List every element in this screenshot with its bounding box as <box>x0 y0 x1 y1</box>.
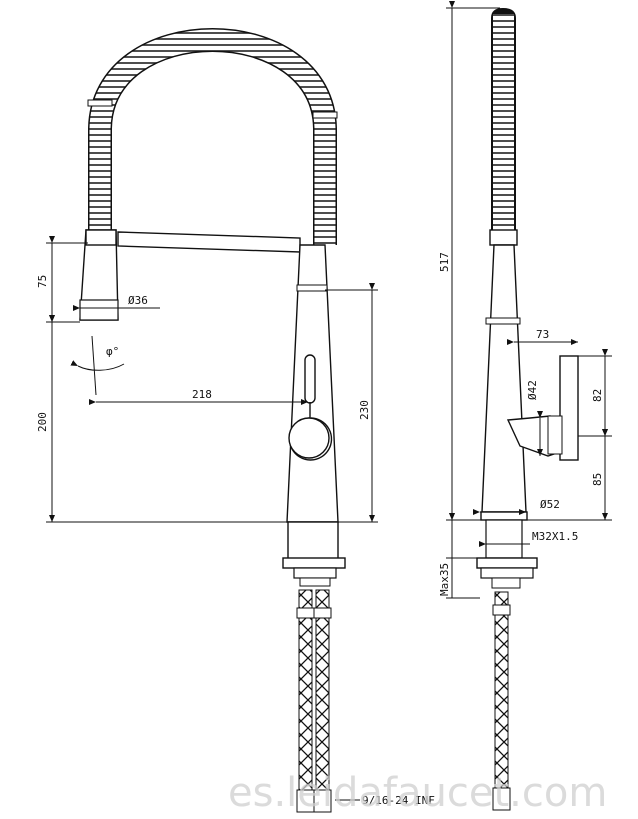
dim-body-height: 230 <box>358 400 371 420</box>
dim-reach: 218 <box>192 388 212 401</box>
dim-spout-drop: 75 <box>36 275 49 288</box>
dim-handle-reach: 73 <box>536 328 549 341</box>
dim-total-height: 517 <box>438 252 451 272</box>
dim-handle-dia: Ø42 <box>526 380 539 400</box>
front-lever-slot <box>304 354 316 404</box>
front-view: 75 Ø36 φ° 218 200 230 9/16-24 INF <box>36 28 435 813</box>
dim-handle-length: 82 <box>591 389 604 402</box>
dim-spout-height: 200 <box>36 412 49 432</box>
side-view: 517 73 Ø42 82 85 Ø52 M32X1.5 Max35 <box>438 1 612 811</box>
side-hose <box>494 591 509 795</box>
front-hose-right <box>315 589 330 796</box>
front-arm <box>117 231 301 253</box>
hose-fitting-label: 9/16-24 INF <box>362 794 435 807</box>
watermark: es.leidafaucet.com <box>228 770 607 816</box>
dim-handle-height: 85 <box>591 473 604 486</box>
dim-spray-head-dia: Ø36 <box>128 294 148 307</box>
dim-max-deck: Max35 <box>438 563 451 596</box>
dim-thread: M32X1.5 <box>532 530 578 543</box>
dim-base-dia: Ø52 <box>540 498 560 511</box>
dim-swivel-angle: φ° <box>106 345 119 358</box>
side-body <box>481 244 527 513</box>
front-hose-left <box>298 589 313 796</box>
